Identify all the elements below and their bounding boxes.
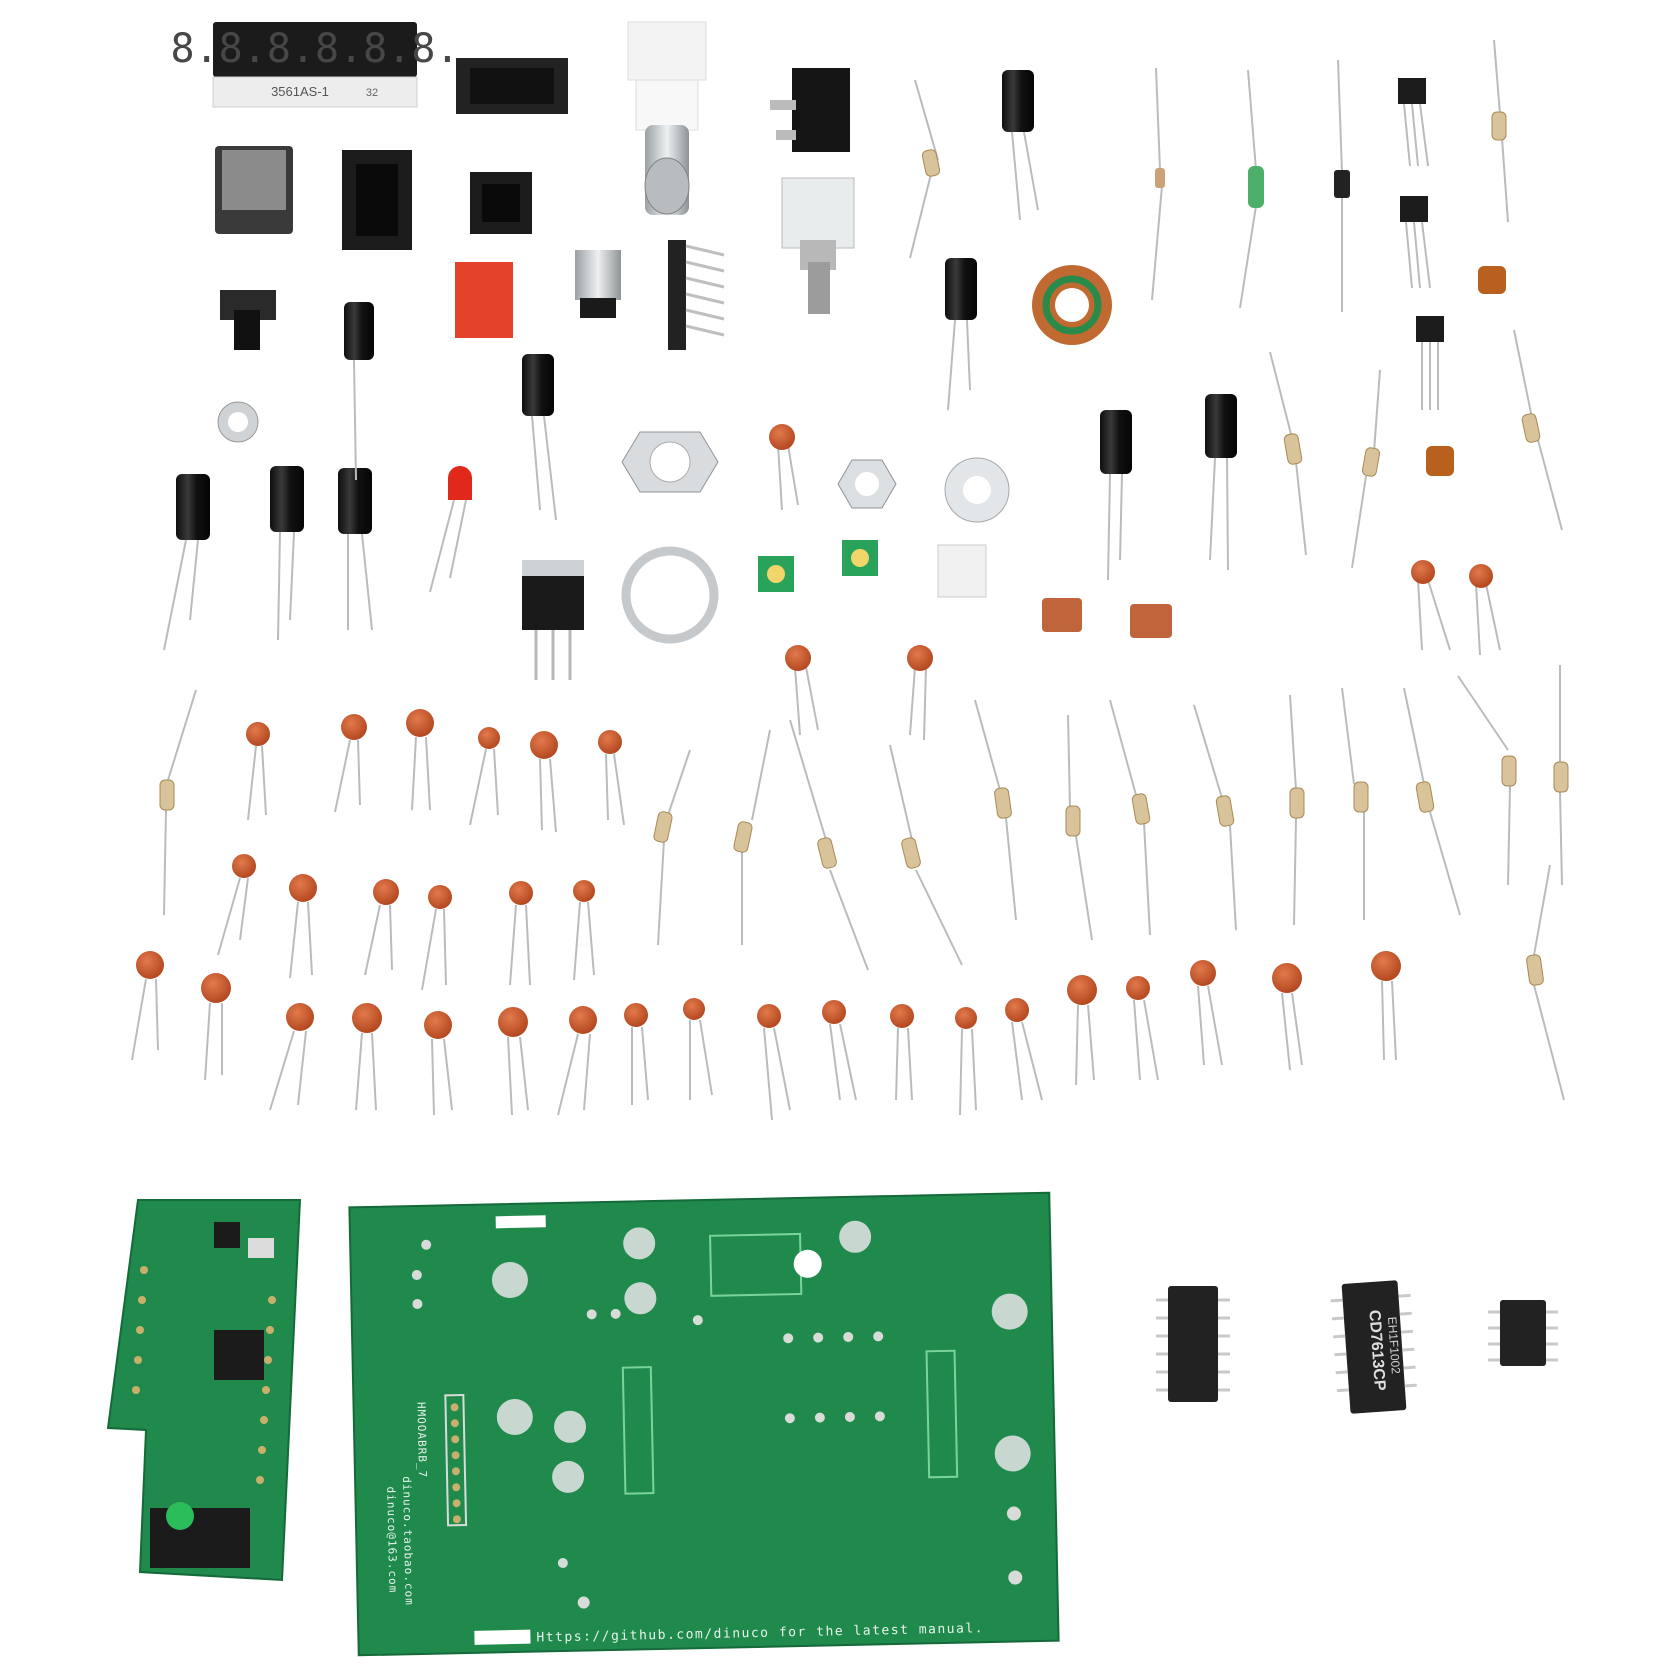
copper-coils	[1426, 266, 1506, 476]
dip-ic-14pin	[1156, 1286, 1230, 1402]
hex-nut-small	[217, 401, 259, 443]
pcb-site: dinuco.taobao.com	[400, 1476, 416, 1606]
ceramic-capacitors	[131, 424, 1501, 1121]
display-part-number: 3561AS-1	[271, 84, 329, 99]
ic-socket-8pin	[470, 172, 532, 234]
diodes	[1151, 59, 1350, 312]
bnc-connector	[627, 21, 707, 215]
trimmer-capacitor-2	[842, 540, 878, 576]
pcb-email: dinuco@163.com	[384, 1486, 399, 1593]
electrolytic-capacitors	[176, 70, 1237, 540]
flat-washer	[944, 457, 1010, 523]
pin-header	[668, 240, 725, 350]
seven-segment-display: 8.8.8.8.8.8. 3561AS-1 32	[171, 22, 460, 108]
transistors	[1398, 78, 1444, 410]
ceramic-resonators	[1042, 598, 1172, 638]
trimmer-capacitor-1	[758, 556, 794, 592]
crystal-oscillator	[575, 250, 621, 318]
ic-socket-16pin	[456, 58, 568, 114]
control-module-pcb	[106, 1199, 302, 1582]
electrolytic-leads	[163, 131, 1229, 651]
hex-nut-large	[621, 431, 719, 493]
toroid-inductor	[1032, 265, 1112, 345]
tact-switch	[220, 290, 276, 350]
audio-jack	[215, 146, 293, 234]
display-code: 32	[366, 87, 378, 99]
resistors	[159, 39, 1569, 1101]
ic-marking-line2: EH1F1002	[1385, 1316, 1403, 1375]
rotary-encoder	[781, 177, 855, 314]
ic-marking-line1: CD7613CP	[1365, 1309, 1388, 1391]
red-led	[429, 466, 472, 593]
pcb-board-id: HMOOABRB_7	[414, 1402, 429, 1478]
voltage-regulator	[522, 560, 584, 680]
red-relay	[455, 262, 513, 338]
jst-connector	[937, 544, 987, 598]
main-pcb: Https://github.com/dinuco for the latest…	[348, 1191, 1060, 1657]
dc-power-jack	[770, 68, 850, 152]
dip-ic-8pin	[1488, 1300, 1558, 1366]
hex-nut-medium	[837, 459, 897, 509]
display-digits: 8.8.8.8.8.8.	[171, 26, 460, 72]
ic-socket-14pin	[342, 150, 412, 250]
lock-washer	[621, 546, 719, 644]
dip-ic-cd7613cp: CD7613CP EH1F1002	[1330, 1280, 1417, 1414]
